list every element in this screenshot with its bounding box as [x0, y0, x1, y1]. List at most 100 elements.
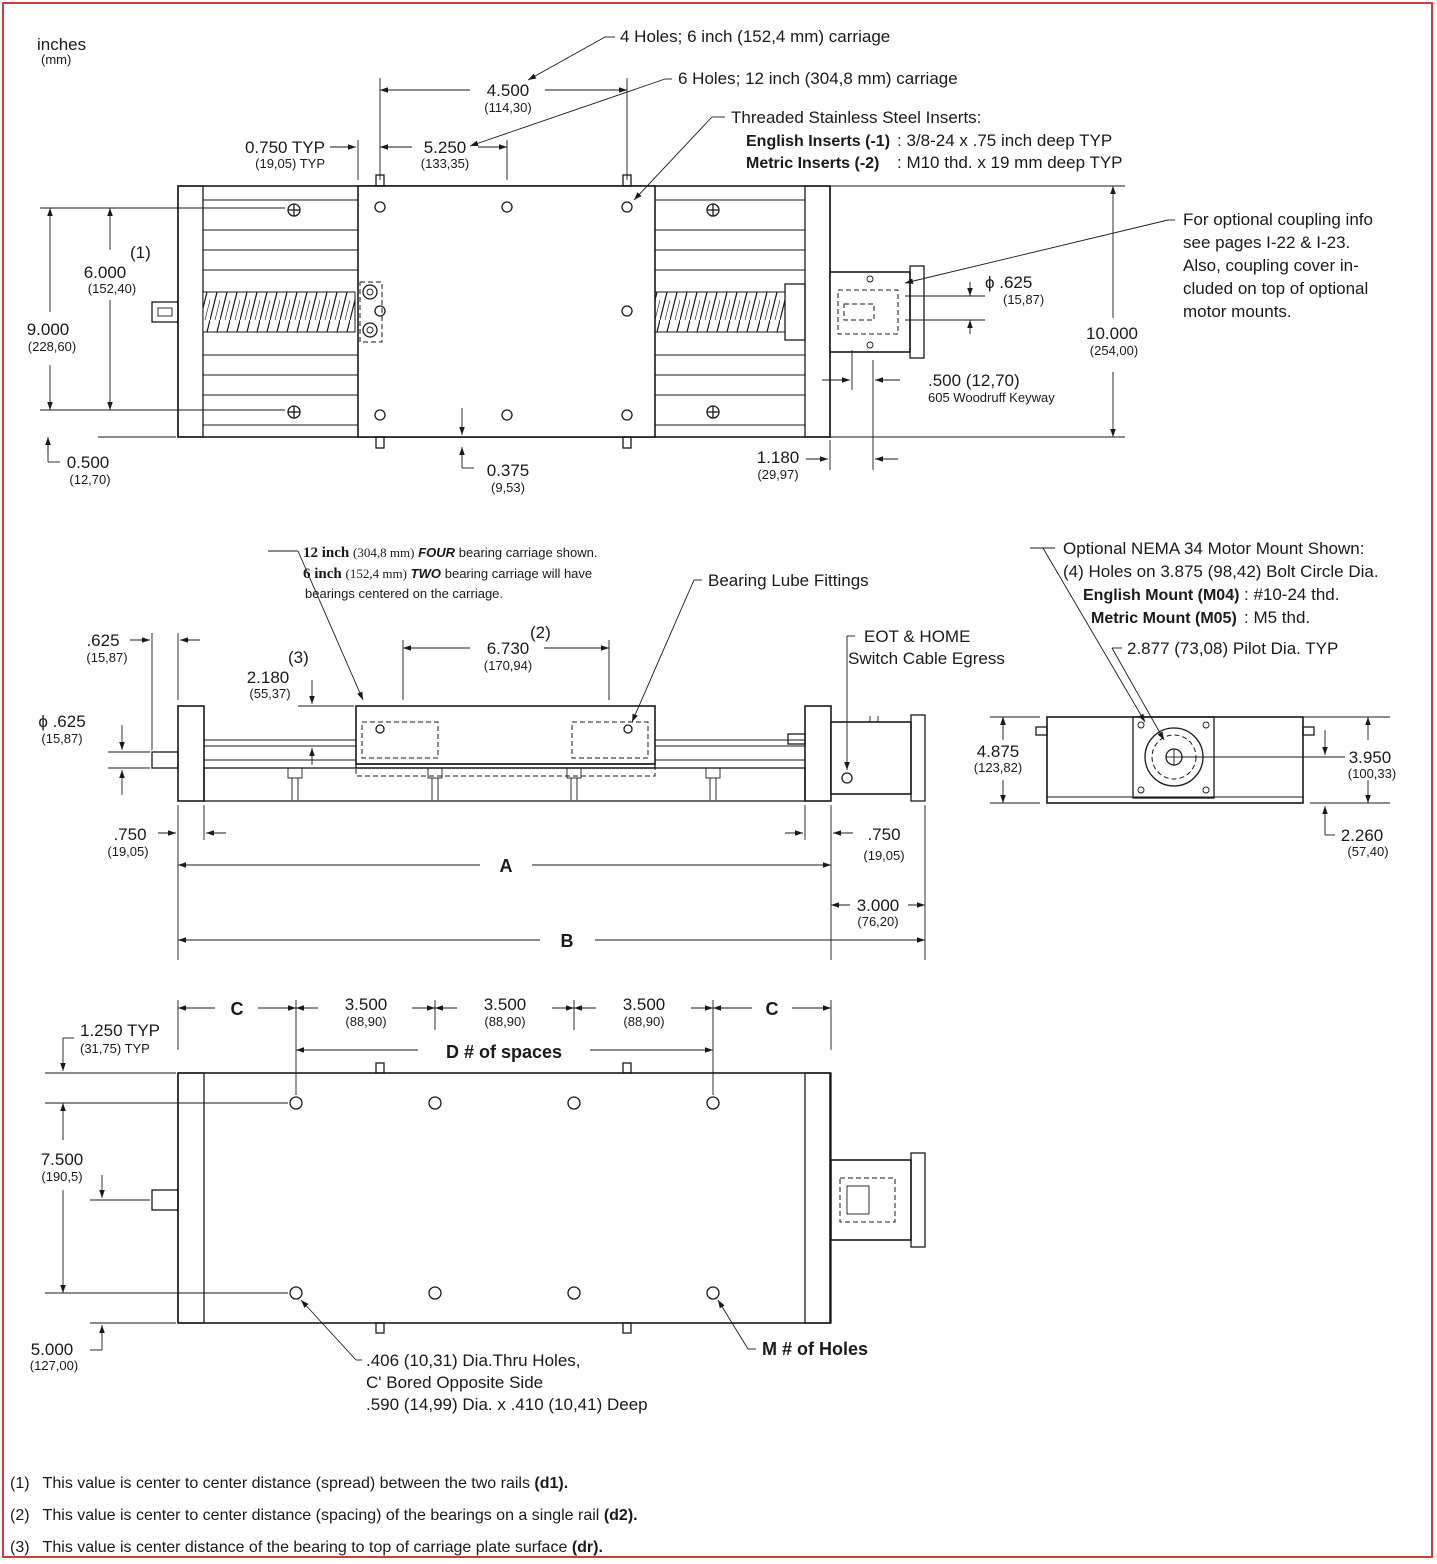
note-1-ref: (1): [130, 243, 151, 262]
dim-4875-mm: (123,82): [974, 760, 1022, 775]
dim-side-750-left-mm: (19,05): [107, 844, 148, 859]
footnote-1: (1) This value is center to center dista…: [10, 1468, 1410, 1500]
carriage-note-will-have: bearing carriage will have: [445, 566, 592, 581]
footnote-1-num: (1): [10, 1475, 30, 1492]
footnote-1-text: This value is center to center distance …: [42, 1475, 530, 1492]
dim-0500-mm: (12,70): [69, 472, 110, 487]
note-2-ref: (2): [530, 623, 551, 642]
label-M-holes: M # of Holes: [762, 1339, 868, 1359]
pilot-dia: 2.877 (73,08) Pilot Dia. TYP: [1127, 639, 1338, 658]
dim-4875: 4.875: [977, 742, 1020, 761]
shaft-left: [151, 301, 179, 323]
footnote-3: (3) This value is center distance of the…: [10, 1532, 1410, 1564]
dim-0750-typ-mm: (19,05) TYP: [255, 156, 325, 171]
end-view: Optional NEMA 34 Motor Mount Shown: (4) …: [974, 539, 1396, 859]
dim-3500-2-mm: (88,90): [484, 1014, 525, 1029]
coupling-info-line-5: motor mounts.: [1183, 302, 1292, 321]
dim-6000-mm: (152,40): [88, 281, 136, 296]
dim-6000: 6.000: [84, 263, 127, 282]
dim-3950-mm: (100,33): [1348, 766, 1396, 781]
motor-mount: [829, 271, 911, 353]
dim-C-left: C: [231, 999, 244, 1019]
base-mount-holes: [287, 203, 720, 419]
dim-5250: 5.250: [424, 138, 467, 157]
metric-inserts-value: : M10 thd. x 19 mm deep TYP: [897, 153, 1123, 172]
side-end-right: [804, 705, 832, 802]
ball-screw-left: [202, 291, 356, 333]
motor-mount-holes: (4) Holes on 3.875 (98,42) Bolt Circle D…: [1063, 562, 1379, 581]
motor-mount-title: Optional NEMA 34 Motor Mount Shown:: [1063, 539, 1364, 558]
dim-3500-2: 3.500: [484, 995, 527, 1014]
dim-side-750-right-mm: (19,05): [863, 848, 904, 863]
side-view: 12 inch (304,8 mm) FOUR bearing carriage…: [38, 545, 1005, 960]
units-mm: (mm): [41, 52, 71, 67]
metric-inserts-label: Metric Inserts (-2): [746, 155, 879, 172]
label-4-holes: 4 Holes; 6 inch (152,4 mm) carriage: [620, 27, 890, 46]
english-mount-value: : #10-24 thd.: [1244, 585, 1339, 604]
metric-mount-label: Metric Mount (M05): [1091, 610, 1237, 627]
keyway-label: 605 Woodruff Keyway: [928, 390, 1055, 405]
carriage-note-6inch-mm: (152,4 mm): [346, 566, 407, 581]
dim-D-spaces: D # of spaces: [446, 1042, 562, 1062]
dim-5250-mm: (133,35): [421, 156, 469, 171]
dim-2260-mm: (57,40): [1347, 844, 1388, 859]
svg-text:6 inch (152,4 mm): 6 inch (152,4 mm) TWO bearing carriage w…: [303, 566, 592, 582]
footnote-2: (2) This value is center to center dista…: [10, 1500, 1410, 1532]
footnote-3-num: (3): [10, 1539, 30, 1556]
carriage-note-12inch: 12 inch: [303, 545, 350, 561]
dim-7500-mm: (190,5): [41, 1169, 82, 1184]
dim-side-625-mm: (15,87): [86, 650, 127, 665]
carriage-note-12inch-mm: (304,8 mm): [353, 545, 414, 560]
dim-4500: 4.500: [487, 81, 530, 100]
thru-holes: [289, 1096, 720, 1300]
english-mount-label: English Mount (M04): [1083, 587, 1239, 604]
dim-3000: 3.000: [857, 896, 900, 915]
note-3-ref: (3): [288, 648, 309, 667]
label-switch-cable: Switch Cable Egress: [848, 649, 1005, 668]
insert-holes: [374, 201, 633, 421]
coupling-info-line-4: cluded on top of optional: [1183, 279, 1368, 298]
end-view-body: [1046, 716, 1304, 804]
footnote-2-text: This value is center to center distance …: [42, 1507, 600, 1524]
dim-3500-3: 3.500: [623, 995, 666, 1014]
dim-3500-3-mm: (88,90): [623, 1014, 664, 1029]
footnote-3-sym: (dr).: [571, 1539, 603, 1556]
footnote-2-sym: (d2).: [603, 1507, 638, 1524]
end-view-motor-flange: [1132, 716, 1215, 799]
dim-1250-typ-mm: (31,75) TYP: [80, 1041, 150, 1056]
side-carriage: [355, 705, 656, 765]
carriage-note-6inch: 6 inch: [303, 566, 342, 582]
dim-shaft-625: ϕ .625: [985, 273, 1032, 292]
bottom-view: C 3.500 (88,90) 3.500 (88,90) 3.500 (88,…: [30, 995, 926, 1414]
dim-6730: 6.730: [487, 639, 530, 658]
dim-side-750-left: .750: [113, 825, 146, 844]
bottom-base: [177, 1072, 831, 1324]
units-inches: inches: [37, 35, 86, 54]
technical-drawing: inches (mm): [27, 27, 1396, 1414]
ball-screw-right: [654, 291, 786, 333]
dim-2180: 2.180: [247, 668, 290, 687]
dim-C-right: C: [766, 999, 779, 1019]
carriage-note-two: TWO: [411, 566, 441, 581]
dim-7500: 7.500: [41, 1150, 84, 1169]
bearing-housing: [784, 283, 806, 341]
dim-1250-typ: 1.250 TYP: [80, 1021, 160, 1040]
dim-0375: 0.375: [487, 461, 530, 480]
thru-holes-line-3: .590 (14,99) Dia. x .410 (10,41) Deep: [366, 1395, 648, 1414]
dim-2180-mm: (55,37): [249, 686, 290, 701]
dim-5000: 5.000: [31, 1340, 74, 1359]
dim-side-phi-625-mm: (15,87): [41, 731, 82, 746]
inserts-title: Threaded Stainless Steel Inserts:: [731, 108, 981, 127]
side-motor-mount: [830, 721, 912, 795]
dim-5000-mm: (127,00): [30, 1358, 78, 1373]
dim-A: A: [500, 856, 513, 876]
carriage-note-centered: bearings centered on the carriage.: [305, 586, 503, 601]
coupling-info-line-2: see pages I-22 & I-23.: [1183, 233, 1350, 252]
footnote-3-text: This value is center distance of the bea…: [42, 1539, 568, 1556]
dim-9000-mm: (228,60): [28, 339, 76, 354]
carriage-note-shown: bearing carriage shown.: [459, 545, 598, 560]
dim-side-750-right: .750: [867, 825, 900, 844]
dim-4500-mm: (114,30): [484, 100, 531, 115]
dim-0750-typ: 0.750 TYP: [245, 138, 325, 157]
